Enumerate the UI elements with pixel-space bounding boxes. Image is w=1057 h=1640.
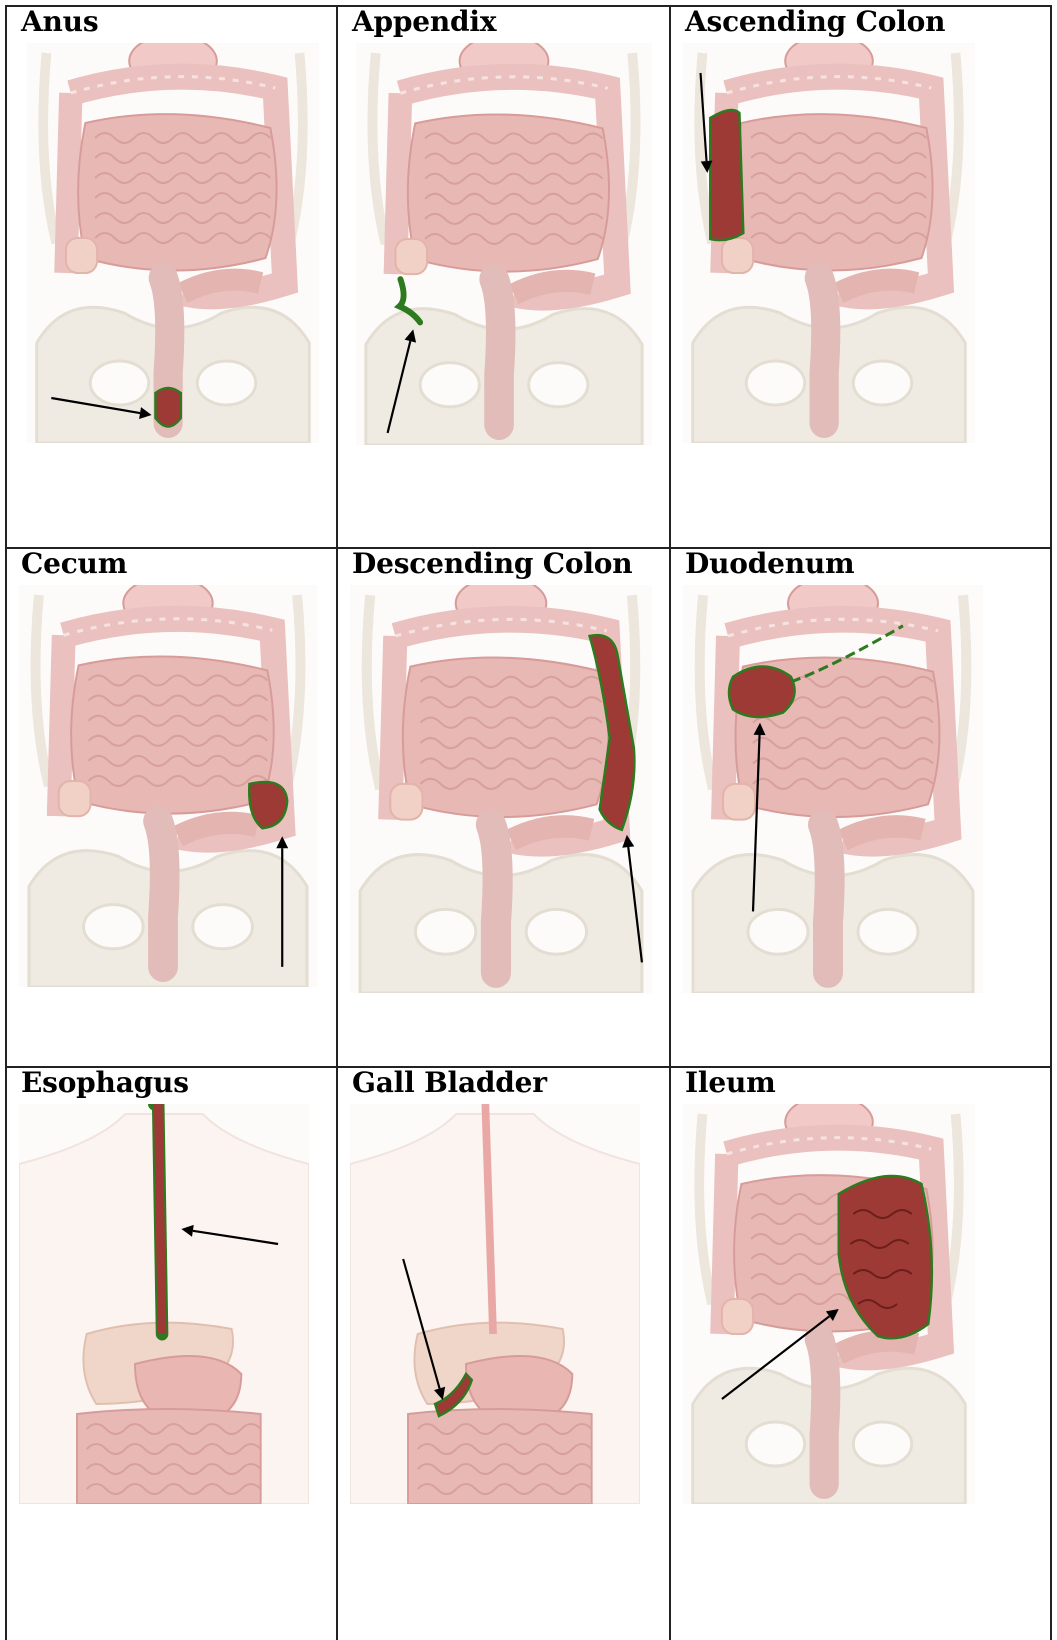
cell-label: Appendix [352, 5, 496, 38]
cell-label: Descending Colon [352, 547, 632, 580]
cell-label: Esophagus [21, 1066, 189, 1099]
anatomy-figure [350, 585, 652, 993]
cell-descending-colon: Descending Colon [336, 547, 669, 1066]
ileum-illustration [683, 1104, 975, 1504]
cell-label: Cecum [21, 547, 127, 580]
anus-illustration [27, 43, 319, 443]
table-border-right [1050, 5, 1052, 1640]
anatomy-figure [356, 43, 652, 445]
anatomy-table: Anus Appendix Ascending Colon Cecum Desc… [5, 5, 1052, 1640]
appendix-illustration [356, 43, 652, 445]
anatomy-figure [350, 1104, 640, 1504]
cell-label: Anus [21, 5, 98, 38]
cell-ileum: Ileum [669, 1066, 1050, 1640]
anatomy-figure [27, 43, 319, 443]
cell-duodenum: Duodenum [669, 547, 1050, 1066]
anatomy-figure [19, 585, 317, 987]
cell-label: Ileum [685, 1066, 776, 1099]
cell-anus: Anus [5, 5, 336, 547]
cecum-illustration [19, 585, 317, 987]
duodenum-illustration [683, 585, 983, 993]
cell-cecum: Cecum [5, 547, 336, 1066]
gall-bladder-illustration [350, 1104, 640, 1504]
cell-label: Duodenum [685, 547, 854, 580]
anatomy-figure [683, 585, 983, 993]
descending-colon-illustration [350, 585, 652, 993]
ascending-colon-illustration [683, 43, 975, 443]
cell-esophagus: Esophagus [5, 1066, 336, 1640]
cell-ascending-colon: Ascending Colon [669, 5, 1050, 547]
anatomy-figure [19, 1104, 309, 1504]
cell-label: Ascending Colon [685, 5, 945, 38]
anatomy-figure [683, 1104, 975, 1504]
cell-label: Gall Bladder [352, 1066, 547, 1099]
cell-gall-bladder: Gall Bladder [336, 1066, 669, 1640]
anatomy-figure [683, 43, 975, 443]
cell-appendix: Appendix [336, 5, 669, 547]
esophagus-illustration [19, 1104, 309, 1504]
